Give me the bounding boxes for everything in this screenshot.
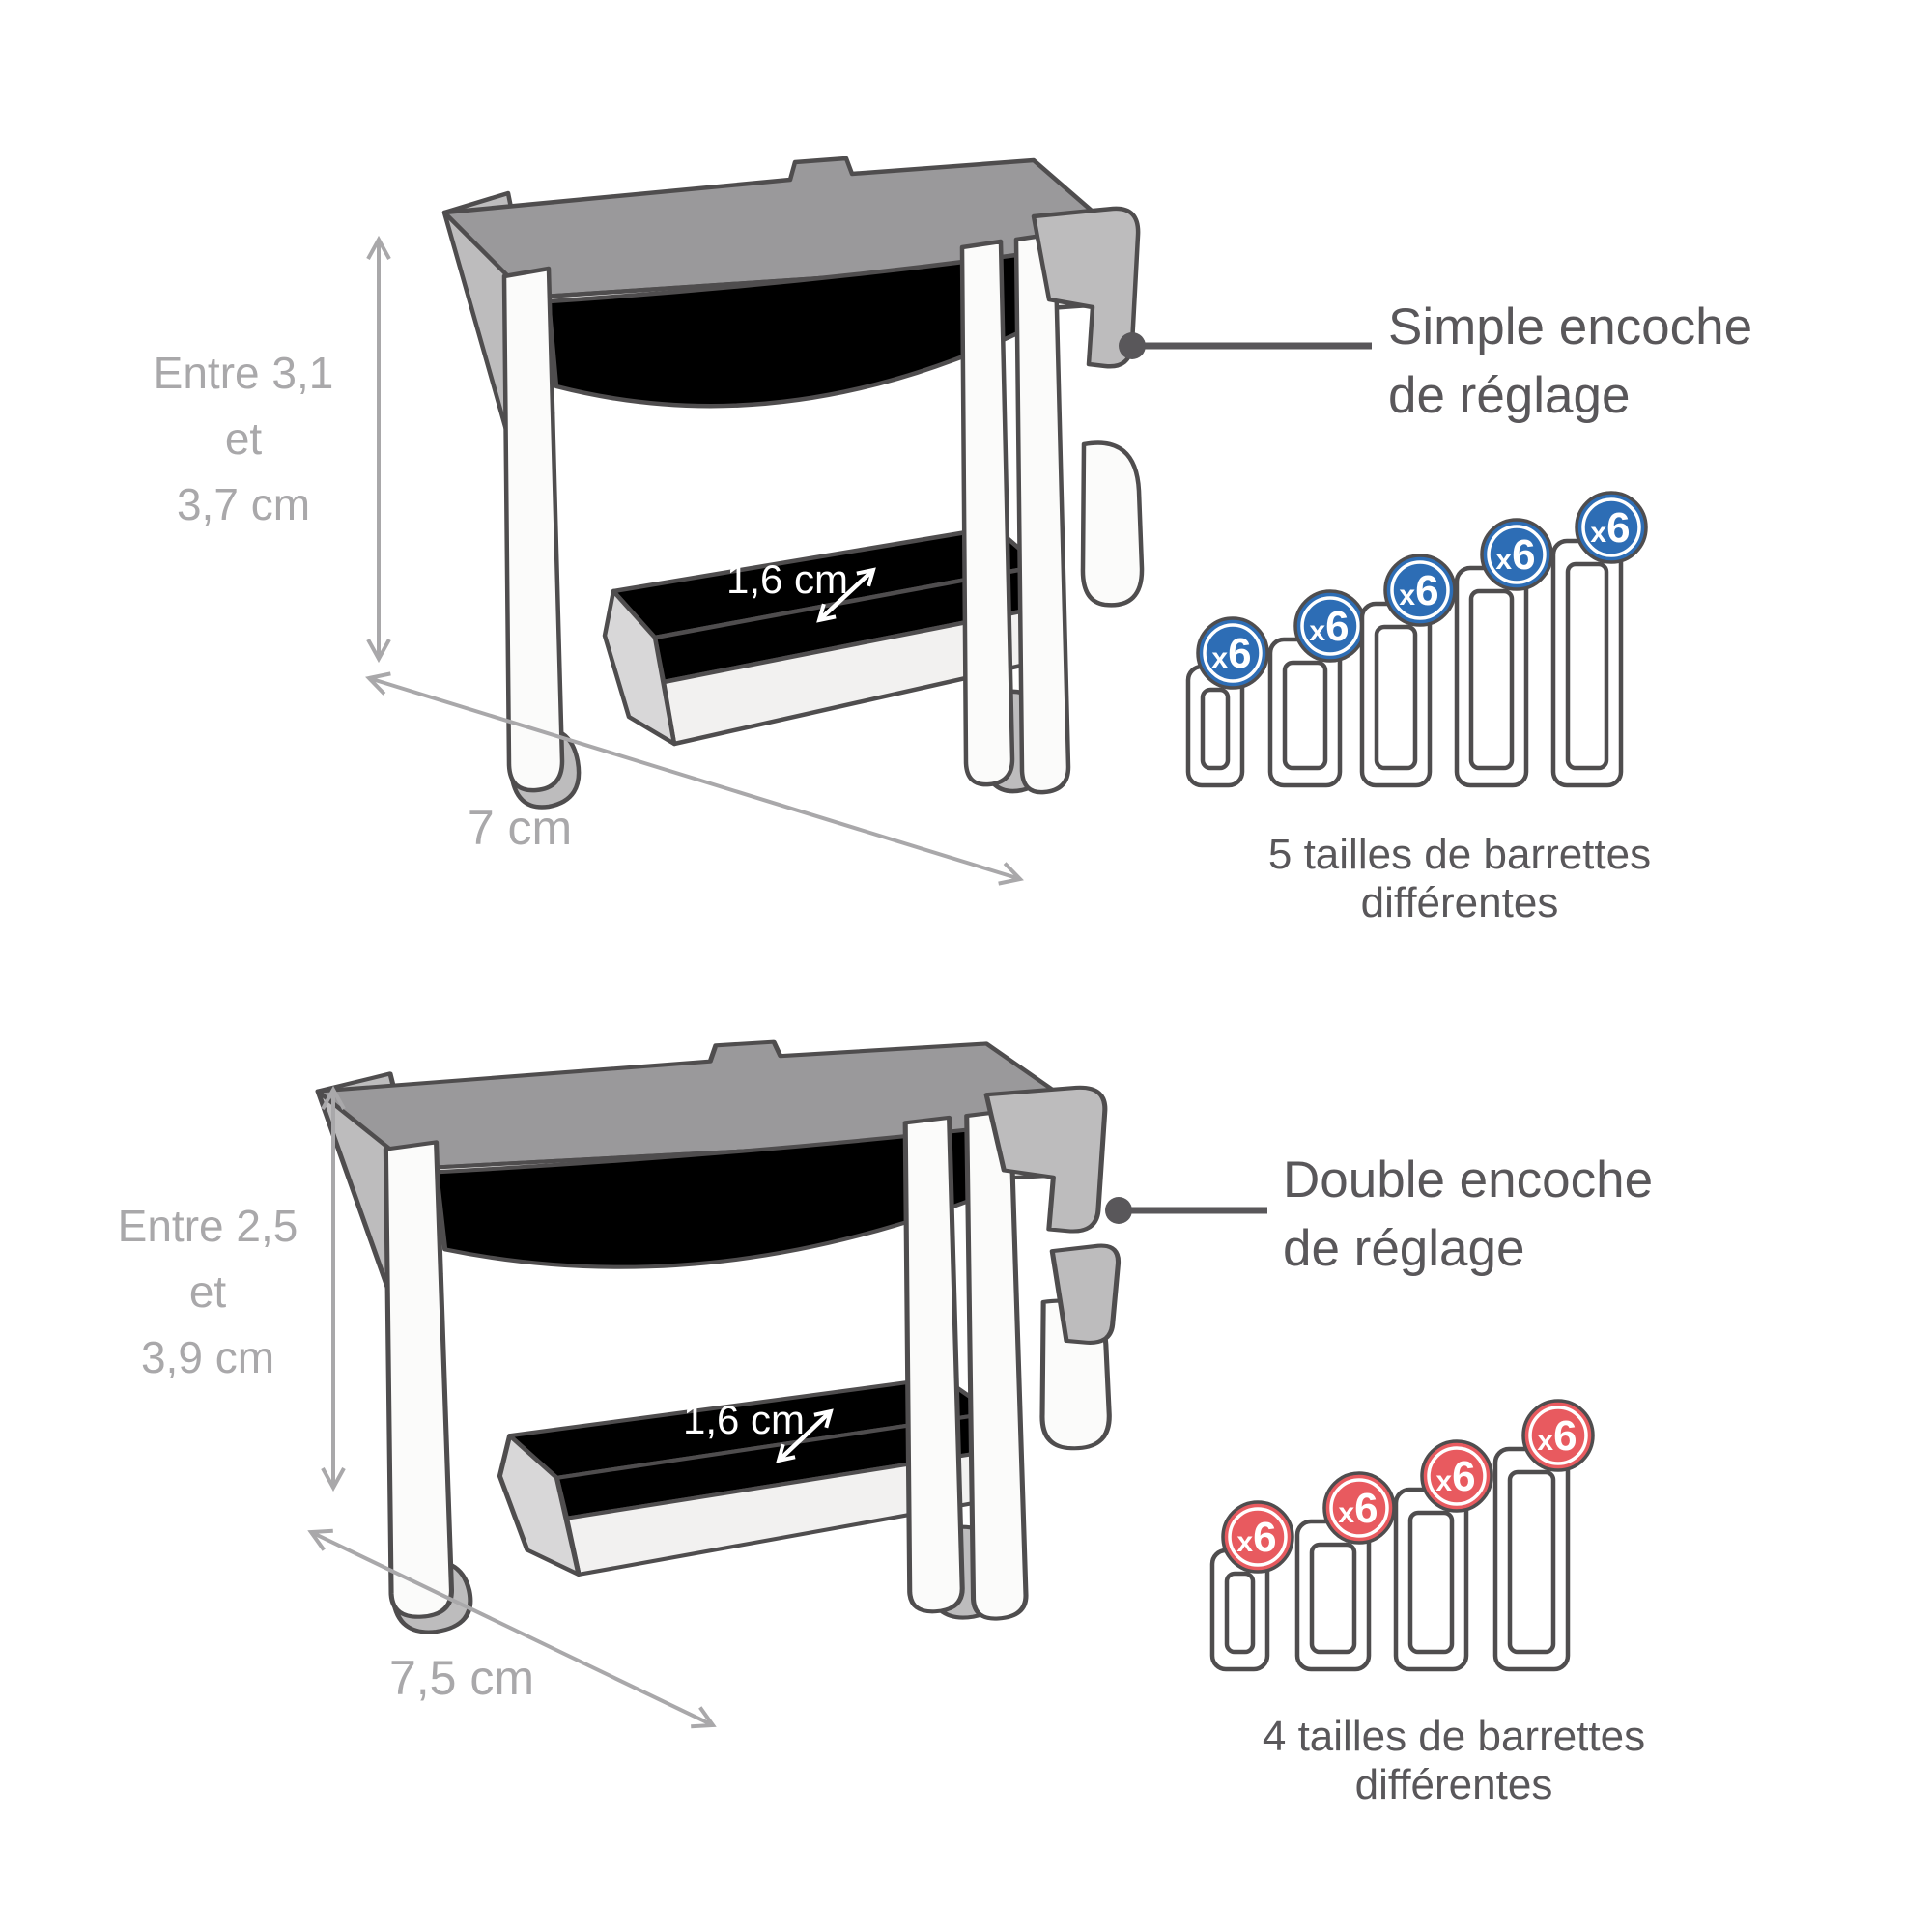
callout-line1: Double encoche [1283, 1151, 1654, 1208]
barrette: x6 [1185, 616, 1269, 788]
depth-arrow-top [816, 567, 876, 623]
callout-line2: de réglage [1283, 1220, 1525, 1277]
barrette: x6 [1393, 1439, 1493, 1672]
barrette-sizes-caption-top: 5 tailles de barrettes différentes [1267, 831, 1652, 926]
barrette: x6 [1359, 554, 1457, 788]
callout-text-bottom: Double encoche de réglage [1283, 1146, 1653, 1283]
height-range-label-top: Entre 3,1 et 3,7 cm [89, 340, 398, 537]
quantity-badge-label: x6 [1236, 1514, 1276, 1561]
quantity-badge-label: x6 [1495, 531, 1535, 579]
quantity-badge: x6 [1322, 1471, 1396, 1545]
quantity-badge-label: x6 [1399, 567, 1438, 614]
quantity-badge-label: x6 [1211, 630, 1251, 677]
quantity-badge: x6 [1420, 1439, 1493, 1513]
quantity-badge-label: x6 [1590, 504, 1630, 552]
quantity-badge: x6 [1196, 616, 1269, 690]
barrette: x6 [1492, 1399, 1595, 1672]
quantity-badge: x6 [1575, 491, 1648, 564]
width-arrow-bottom [307, 1528, 717, 1729]
depth-label-bottom: 1,6 cm [682, 1397, 806, 1442]
height-range-line: 3,9 cm [140, 1332, 275, 1382]
callout-line2: de réglage [1388, 367, 1631, 424]
quantity-badge-label: x6 [1309, 603, 1349, 650]
height-range-line: Entre 3,1 [153, 348, 334, 398]
height-range-line: et [224, 413, 263, 464]
quantity-badge: x6 [1480, 518, 1553, 591]
double-notch-prong [1049, 1243, 1122, 1345]
height-range-label-bottom: Entre 2,5 et 3,9 cm [53, 1193, 362, 1390]
height-range-line: 3,7 cm [176, 479, 311, 529]
product-illustration-double-notch [285, 1038, 1122, 1671]
barrette: x6 [1454, 518, 1553, 788]
quantity-badge: x6 [1521, 1399, 1595, 1472]
callout-text-top: Simple encoche de réglage [1388, 293, 1752, 430]
barrette-size-chart-top: x6 x6 x6 x6 x6 [1185, 491, 1648, 788]
callout-dot-bottom [1105, 1197, 1132, 1224]
barrette: x6 [1550, 491, 1648, 788]
callout-dot-top [1119, 332, 1146, 359]
quantity-badge-label: x6 [1537, 1412, 1577, 1460]
barrette: x6 [1294, 1471, 1396, 1672]
quantity-badge-label: x6 [1435, 1453, 1475, 1500]
depth-label-top: 1,6 cm [725, 556, 849, 602]
quantity-badge: x6 [1293, 589, 1367, 663]
quantity-badge-label: x6 [1338, 1485, 1378, 1532]
quantity-badge: x6 [1383, 554, 1457, 627]
depth-arrow-bottom [776, 1408, 834, 1463]
height-range-line: et [188, 1266, 227, 1317]
width-arrow-top [365, 671, 1024, 886]
barrette-size-chart-bottom: x6 x6 x6 x6 [1209, 1399, 1595, 1672]
callout-line1: Simple encoche [1388, 298, 1753, 355]
barrette: x6 [1209, 1500, 1294, 1672]
width-label-bottom: 7,5 cm [388, 1651, 535, 1705]
width-label-top: 7 cm [467, 801, 573, 855]
height-range-line: Entre 2,5 [117, 1201, 298, 1251]
barrette-sizes-caption-bottom: 4 tailles de barrettes différentes [1262, 1713, 1646, 1808]
barrette: x6 [1267, 589, 1367, 788]
quantity-badge: x6 [1221, 1500, 1294, 1574]
